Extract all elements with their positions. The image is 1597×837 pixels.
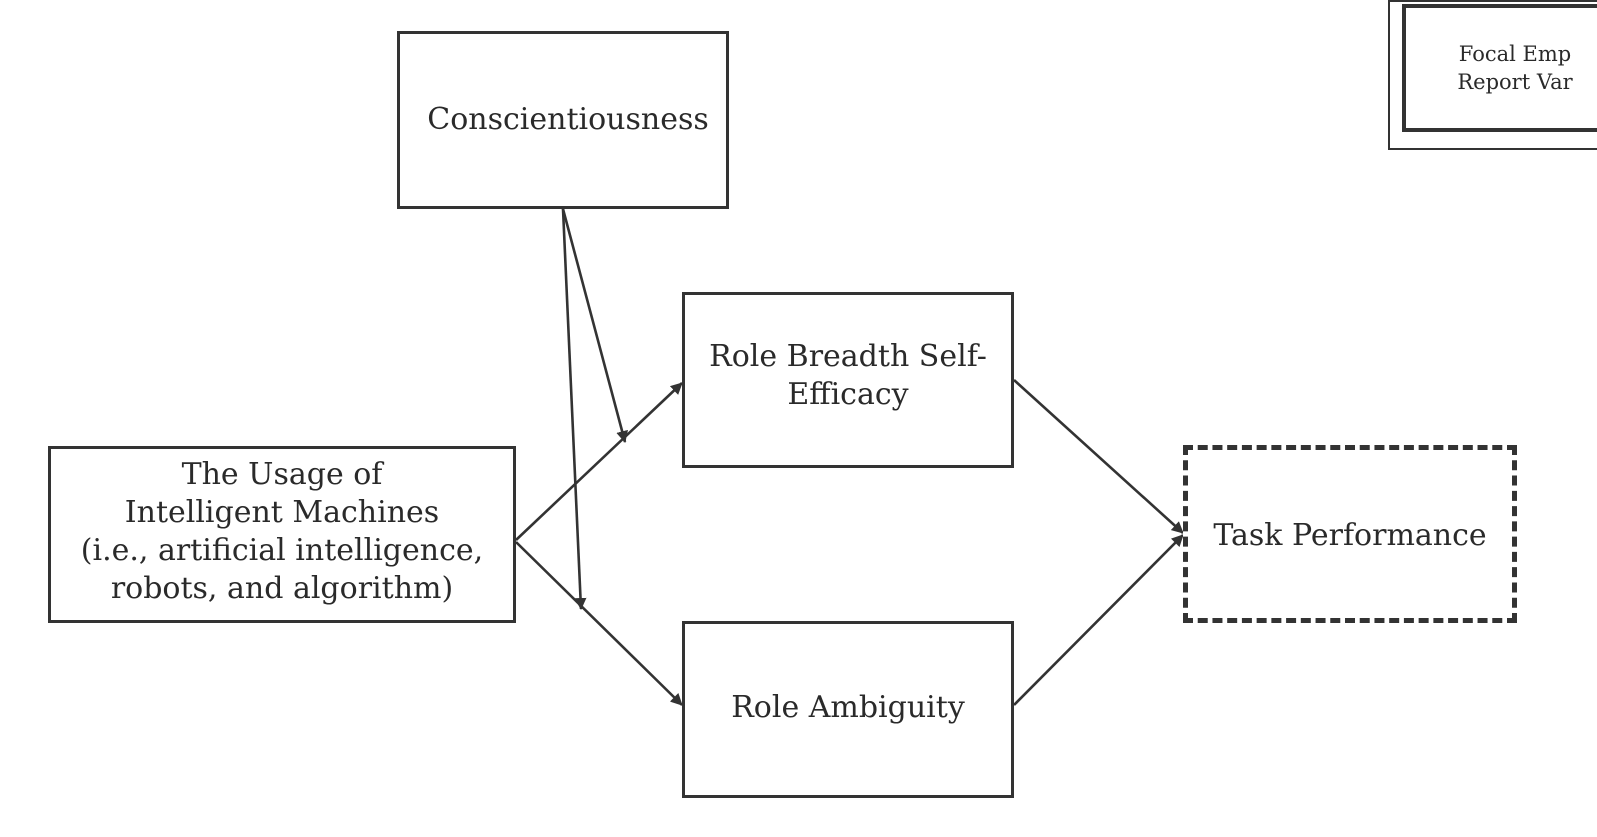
node-role-ambiguity-label: Role Ambiguity xyxy=(731,689,965,725)
node-task-performance: Task Performance xyxy=(1183,445,1517,623)
legend-inner-frame xyxy=(1402,4,1597,132)
node-usage-of-intelligent-machines-label: The Usage of Intelligent Machines (i.e.,… xyxy=(80,456,484,606)
node-role-ambiguity: Role Ambiguity xyxy=(682,621,1014,798)
node-usage-of-intelligent-machines: The Usage of Intelligent Machines (i.e.,… xyxy=(48,446,516,623)
node-role-breadth-self-efficacy: Role Breadth Self- Efficacy xyxy=(682,292,1014,468)
moderation-arrow-to-ambiguity-path xyxy=(561,208,587,610)
legend-label: Focal Emp Report Var xyxy=(1457,42,1573,94)
moderation-arrow-to-rbse-path xyxy=(561,208,628,443)
node-conscientiousness: Conscientiousness xyxy=(397,31,729,209)
arrow-ambiguity-to-task xyxy=(1013,534,1184,706)
node-conscientiousness-label: Conscientiousness xyxy=(427,102,709,137)
legend-outer-frame xyxy=(1388,0,1597,150)
node-role-breadth-self-efficacy-label: Role Breadth Self- Efficacy xyxy=(709,339,987,412)
node-task-performance-label: Task Performance xyxy=(1213,518,1487,553)
arrow-usage-to-ambiguity xyxy=(515,541,683,706)
arrow-usage-to-rbse xyxy=(515,382,683,541)
arrow-rbse-to-task xyxy=(1013,379,1184,534)
